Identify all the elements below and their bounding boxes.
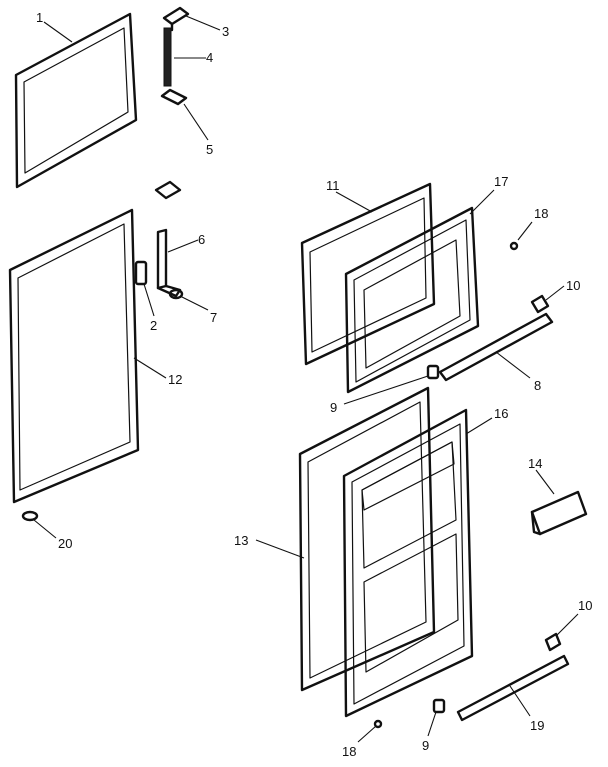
callout-4: 4 [206,50,213,65]
part-2-bracket [134,260,148,286]
callout-14: 14 [528,456,542,471]
part-7-hinge-pin [168,288,184,300]
part-18-screw-lower [373,719,383,729]
part-5-hinge-bracket [160,88,188,106]
part-17-freezer-door [344,206,480,394]
callout-20: 20 [58,536,72,551]
part-10-cap-upper [530,294,550,314]
part-4-hinge-rod [163,27,172,87]
callout-1: 1 [36,10,43,25]
part-20-grommet [21,510,39,522]
callout-18-upper: 18 [534,206,548,221]
part-19-handle [456,654,570,722]
callout-10-upper: 10 [566,278,580,293]
part-8-handle [438,312,554,382]
part-11-gasket [300,182,436,366]
part-13-gasket [298,386,436,692]
callout-6: 6 [198,232,205,247]
part-18-screw-upper [509,241,519,251]
callout-19: 19 [530,718,544,733]
callout-labels: 1 2 3 4 5 6 7 8 9 10 11 12 13 14 16 17 1… [36,10,592,759]
part-14-dairy-bin [530,490,588,536]
callout-17: 17 [494,174,508,189]
callout-18-lower: 18 [342,744,356,759]
part-3-upper-hinge [162,6,190,32]
callout-8: 8 [534,378,541,393]
part-16-fresh-food-door [342,408,474,718]
callout-16: 16 [494,406,508,421]
part-9-end-cap-upper [426,364,440,380]
callout-7: 7 [210,310,217,325]
callout-13: 13 [234,533,248,548]
callout-2: 2 [150,318,157,333]
part-10-cap-lower [544,632,562,652]
callout-11: 11 [326,178,340,193]
part-5-clip [154,180,182,200]
callout-9-lower: 9 [422,738,429,753]
part-12-fresh-food-gasket [8,208,140,504]
callout-3: 3 [222,24,229,39]
callout-12: 12 [168,372,182,387]
callout-5: 5 [206,142,213,157]
part-9-end-cap-lower [432,698,446,714]
part-6-center-hinge [156,228,182,298]
part-1-freezer-gasket [14,12,138,189]
leader-lines [33,15,579,743]
callout-10-lower: 10 [578,598,592,613]
callout-9-upper: 9 [330,400,337,415]
